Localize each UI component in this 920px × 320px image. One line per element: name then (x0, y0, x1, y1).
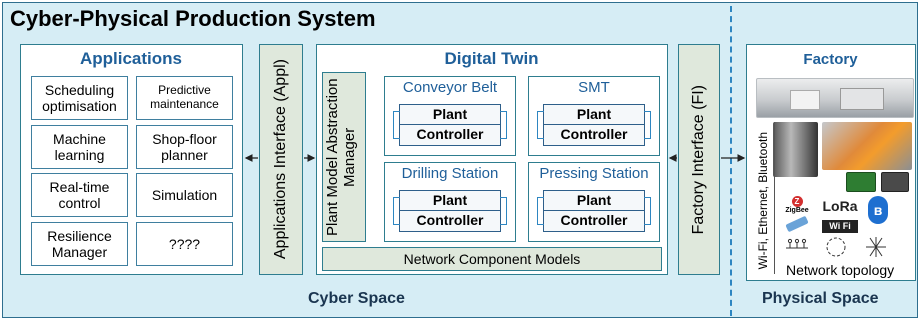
application-item: ???? (136, 222, 233, 266)
applications-interface: Applications Interface (Appl) (259, 44, 303, 275)
application-item: Predictive maintenance (136, 76, 233, 120)
controller-label: Controller (416, 212, 484, 228)
zigbee-logo: Z ZigBee (785, 196, 809, 214)
diagram-title: Cyber-Physical Production System (10, 6, 376, 31)
ring-topology-icon (826, 237, 846, 257)
application-item: Scheduling optimisation (31, 76, 128, 120)
applications-title: Applications (79, 49, 182, 68)
robot-arm-image (822, 122, 912, 170)
smt-line-detail (790, 90, 820, 110)
application-item: Machine learning (31, 125, 128, 169)
mesh-topology-icon (866, 237, 886, 257)
feedback-loop-left (393, 111, 400, 139)
station-name: Conveyor Belt (402, 79, 498, 96)
feedback-loop-left (537, 197, 544, 225)
physical-space-label: Physical Space (762, 290, 879, 307)
feedback-loop-right (644, 197, 651, 225)
network-component-models: Network Component Models (322, 247, 662, 271)
plant-label: Plant (400, 105, 500, 125)
drilling-machine-image (773, 122, 818, 177)
plant-label: Plant (400, 191, 500, 211)
controller-label: Controller (560, 212, 628, 228)
factory-title: Factory (803, 51, 858, 68)
plc-device-image (846, 172, 876, 192)
cyber-space-label: Cyber Space (308, 290, 405, 307)
plant-label: Plant (544, 105, 644, 125)
connectivity-bus-line (774, 122, 775, 274)
feedback-loop-left (393, 197, 400, 225)
network-component-models-label: Network Component Models (403, 251, 581, 267)
station-name: Pressing Station (539, 165, 649, 182)
controller-label: Controller (416, 126, 484, 142)
application-item: Resilience Manager (31, 222, 128, 266)
bluetooth-icon: ʙ (868, 196, 888, 224)
feedback-loop-right (644, 111, 651, 139)
feedback-loop-right (500, 197, 507, 225)
feedback-loop-right (500, 111, 507, 139)
network-topology-label: Network topology (786, 262, 895, 278)
wifi-logo: Wi Fi (822, 220, 858, 233)
controller-label: Controller (560, 126, 628, 142)
digital-twin-title: Digital Twin (444, 49, 539, 68)
bus-topology-icon (786, 238, 808, 249)
sensor-device-image (881, 172, 909, 192)
application-item: Shop-floor planner (136, 125, 233, 169)
lora-logo: LoRa (822, 198, 858, 214)
feedback-loop-left (537, 111, 544, 139)
abstraction-manager: Plant Model Abstraction Manager (322, 72, 366, 242)
station-name: Drilling Station (401, 165, 499, 182)
factory-interface: Factory Interface (FI) (678, 44, 720, 275)
application-item: Simulation (136, 173, 233, 217)
space-divider (730, 6, 732, 316)
plant-label: Plant (544, 191, 644, 211)
smt-line-image (756, 78, 914, 118)
station-name: SMT (578, 79, 610, 96)
smt-line-detail-2 (840, 88, 884, 110)
network-topology-icons (786, 237, 886, 257)
application-item: Real-time control (31, 173, 128, 217)
